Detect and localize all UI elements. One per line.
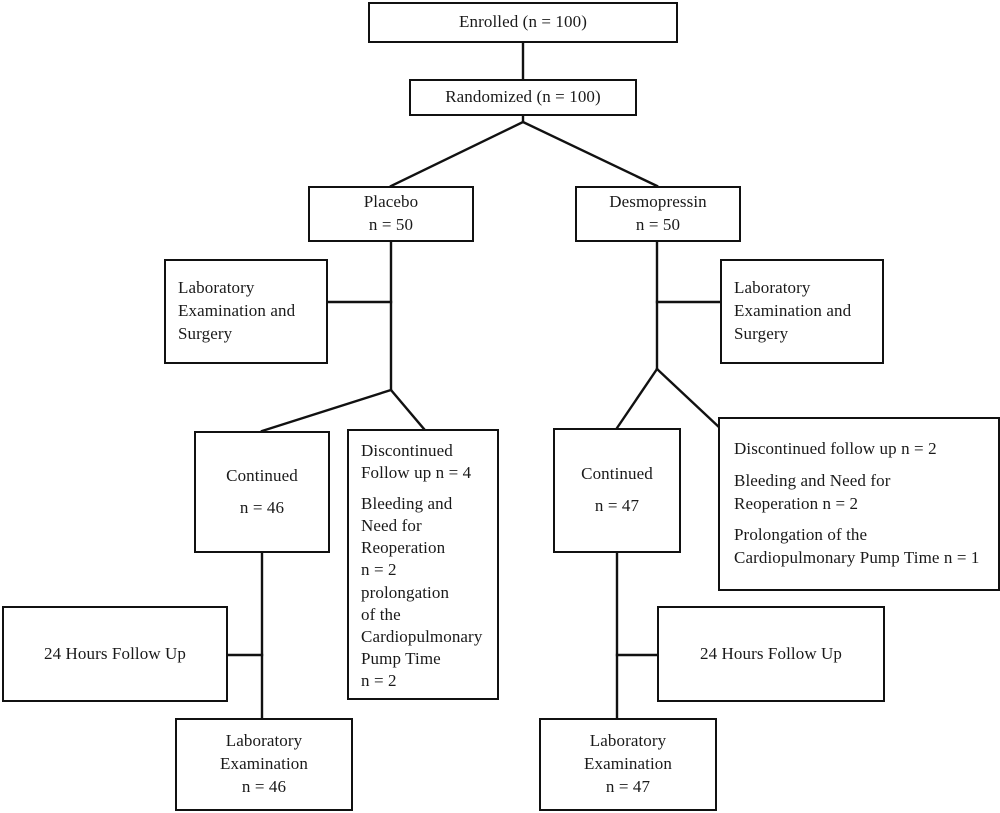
discontinued-right-g2-line-1: Bleeding and Need for [734,470,891,490]
discontinued-left-g2-line-9: n = 2 [361,670,397,690]
lab-exam-right-count: n = 47 [605,776,651,796]
discontinued-left-g2-line-4: n = 2 [361,560,397,580]
discontinued-left-g2-line-7: Cardiopulmonary [361,626,483,646]
continued-placebo-box: Continued n = 46 [194,431,330,553]
discontinued-left-g2-line-8: Pump Time [361,648,441,668]
followup-right-label: 24 Hours Follow Up [699,643,843,663]
discontinued-right-g2-line-2: Reoperation n = 2 [734,493,859,513]
connector-randomized-to-desmopressin [521,120,659,188]
discontinued-left-g2-line-3: Reoperation [361,538,446,558]
connector-desmopressin-to-discontinued [655,367,722,430]
discontinued-desmopressin-box: Discontinued follow up n = 2 Bleeding an… [718,417,1000,591]
connector-desmopressin-to-continued [615,367,659,430]
lab-surgery-left-line-1: Laboratory [178,278,255,298]
24-hours-follow-up-placebo-box: 24 Hours Follow Up [2,606,228,702]
discontinued-left-g2-line-6: of the [361,604,401,624]
lab-surgery-right-line-1: Laboratory [734,278,811,298]
lab-surgery-left-line-3: Surgery [178,323,233,343]
lab-surgery-right-line-2: Examination and [734,301,852,321]
discontinued-right-g1-line-1: Discontinued follow up n = 2 [734,439,937,459]
placebo-title: Placebo [363,192,419,212]
lab-exam-surgery-desmopressin-box: Laboratory Examination and Surgery [720,259,884,364]
discontinued-right-g3-line-2: Cardiopulmonary Pump Time n = 1 [734,548,980,568]
enrolled-label: Enrolled (n = 100) [459,12,587,32]
connector-placebo-to-discontinued [389,388,426,431]
continued-left-title: Continued [226,465,298,485]
lab-surgery-left-line-2: Examination and [178,301,296,321]
discontinued-right-g3-line-1: Prolongation of the [734,525,868,545]
placebo-arm-box: Placebo n = 50 [308,186,474,242]
lab-exam-surgery-placebo-box: Laboratory Examination and Surgery [164,259,328,364]
lab-surgery-right-line-3: Surgery [734,323,789,343]
continued-desmopressin-box: Continued n = 47 [553,428,681,553]
enrolled-box: Enrolled (n = 100) [368,2,678,43]
randomized-box: Randomized (n = 100) [409,79,637,116]
discontinued-left-g1-line-2: Follow up n = 4 [361,463,472,483]
randomized-label: Randomized (n = 100) [445,87,601,107]
followup-left-label: 24 Hours Follow Up [43,643,187,663]
desmopressin-arm-box: Desmopressin n = 50 [575,186,741,242]
continued-right-count: n = 47 [594,496,640,515]
lab-exam-right-line-2: Examination [584,754,672,774]
24-hours-follow-up-desmopressin-box: 24 Hours Follow Up [657,606,885,702]
discontinued-left-g1-line-1: Discontinued [361,441,453,460]
desmopressin-count: n = 50 [635,215,681,234]
laboratory-examination-placebo-box: Laboratory Examination n = 46 [175,718,353,811]
discontinued-left-g2-line-5: prolongation [361,582,450,602]
lab-exam-left-line-2: Examination [220,754,308,774]
lab-exam-left-count: n = 46 [241,776,287,796]
continued-left-count: n = 46 [239,497,285,517]
lab-exam-right-line-1: Laboratory [589,731,667,751]
discontinued-placebo-box: Discontinued Follow up n = 4 Bleeding an… [347,429,499,700]
discontinued-left-g2-line-2: Need for [361,516,422,536]
laboratory-examination-desmopressin-box: Laboratory Examination n = 47 [539,718,717,811]
placebo-count: n = 50 [368,215,414,234]
discontinued-left-g2-line-1: Bleeding and [361,494,453,514]
desmopressin-title: Desmopressin [609,192,707,212]
connector-randomized-to-placebo [389,120,525,188]
lab-exam-left-line-1: Laboratory [225,731,303,751]
continued-right-title: Continued [581,464,653,484]
connector-placebo-to-continued [260,388,393,433]
